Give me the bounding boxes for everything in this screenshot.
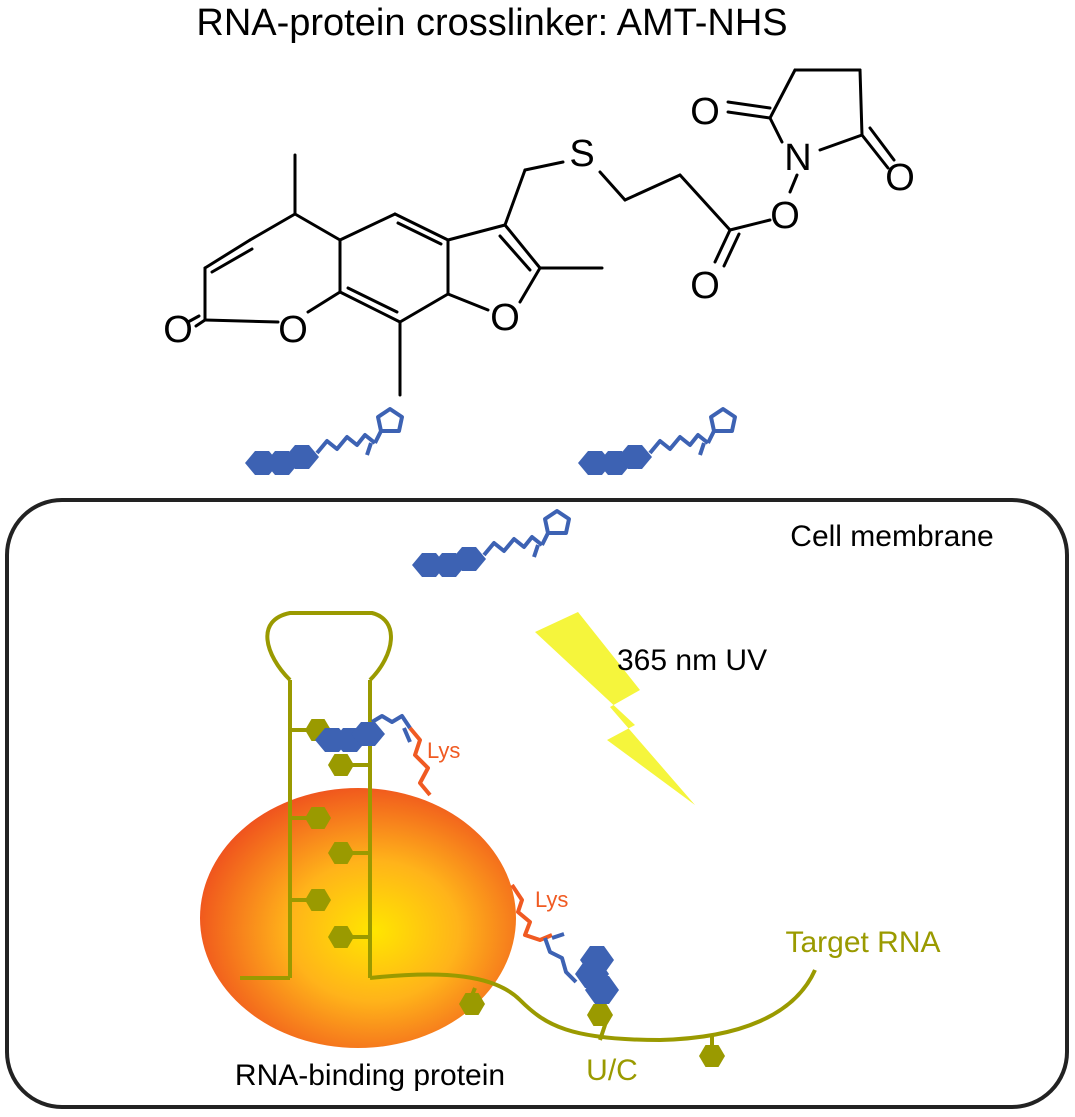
rna-base-crosslinked [587,1004,613,1026]
atom-o-succinimide-right: O [885,157,915,199]
target-rna-label: Target RNA [785,926,940,959]
atom-o-ester-carbonyl: O [690,265,720,307]
chemical-structure: O O O S N O O O O [163,68,915,397]
atom-o-lactone-carbonyl: O [163,309,193,351]
cell-membrane [5,498,1069,1109]
crosslinker-molecule-inside [410,509,571,579]
crosslink-adduct-strand [510,883,619,1004]
atom-o-ester-link: O [770,195,800,237]
rna-binding-protein-label: RNA-binding protein [235,1059,505,1092]
uv-lightning-icon [535,612,695,805]
atom-o-furan: O [490,297,520,339]
atom-o-succinimide-top: O [690,91,720,133]
crosslink-adduct-stem [315,714,432,797]
crosslinker-molecule [243,407,404,477]
uc-label: U/C [586,1054,638,1087]
lys-label: Lys [535,887,568,912]
figure-title: RNA-protein crosslinker: AMT-NHS [196,2,787,44]
atom-s: S [569,133,594,175]
cell-membrane-label: Cell membrane [790,520,993,553]
uv-label: 365 nm UV [617,644,767,677]
crosslinker-molecule [576,407,737,477]
rna-binding-protein [200,788,516,1048]
lys-label: Lys [427,738,460,763]
rna-base [699,1045,725,1067]
atom-n: N [784,137,811,179]
rna-base [328,754,354,776]
atom-o-lactone-ring: O [278,309,308,351]
